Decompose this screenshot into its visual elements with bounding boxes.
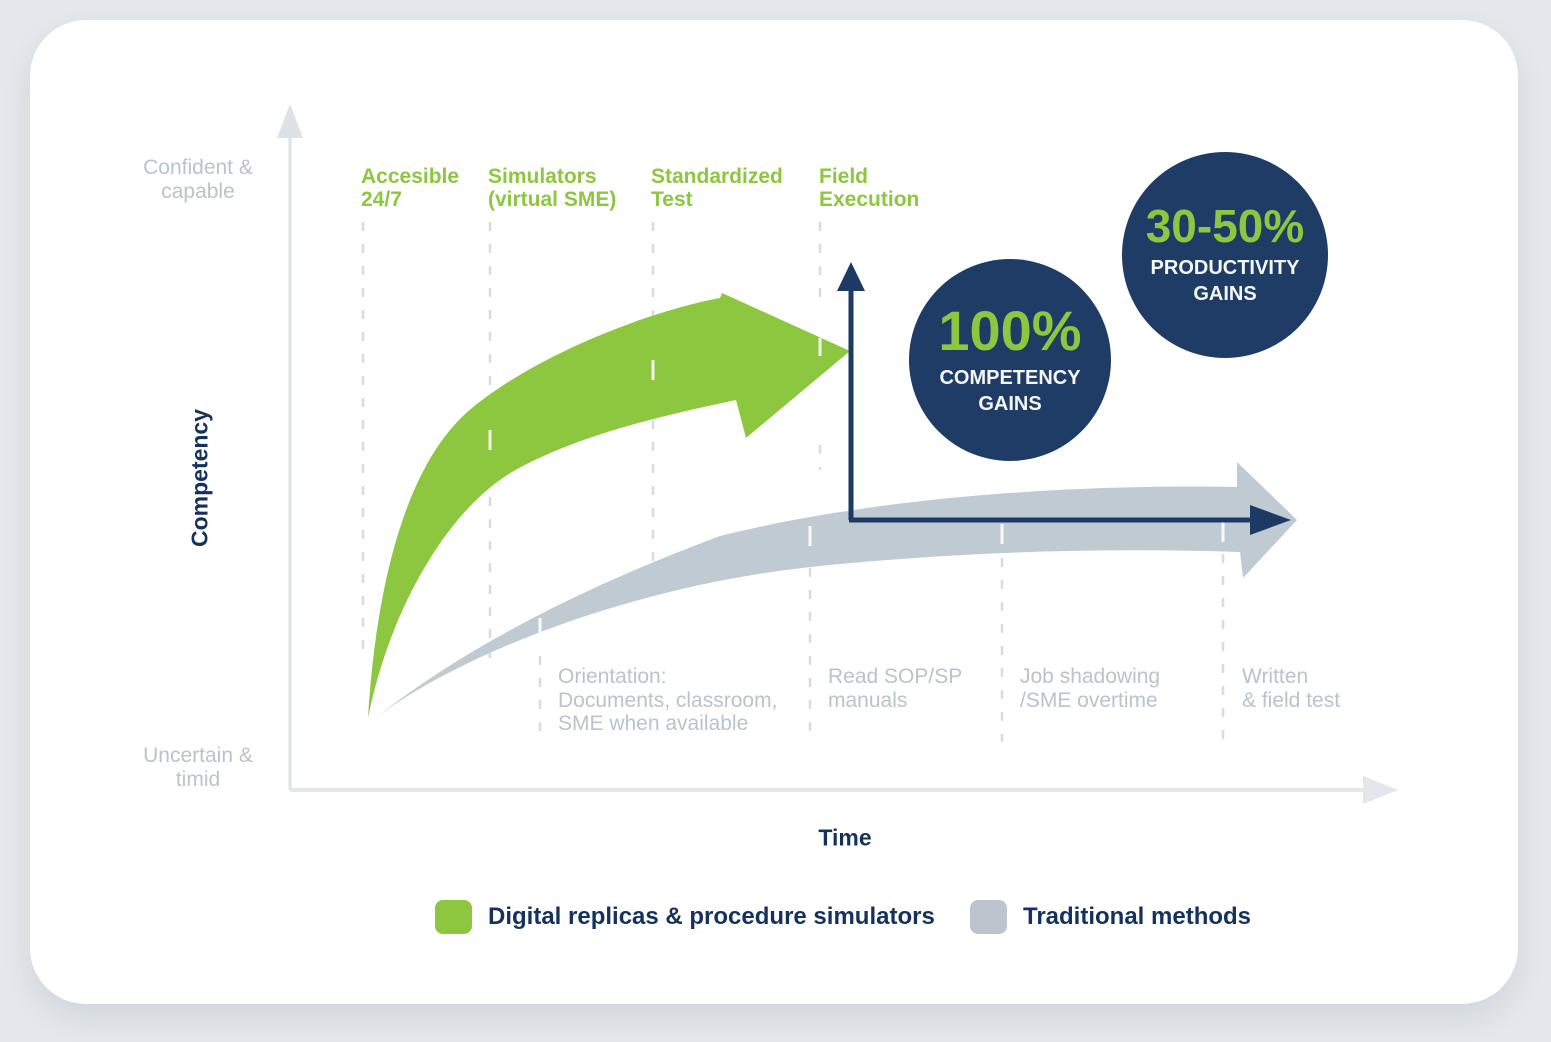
traditional-legend-swatch	[970, 900, 1007, 934]
productivity-gains-value: 30-50%	[1145, 200, 1305, 252]
milestone-job-shadowing-label: Job shadowing /SME overtime	[1020, 665, 1161, 712]
competency-gains-value: 100%	[938, 299, 1082, 362]
legend-item-digital: Digital replicas & procedure simulators	[435, 899, 935, 935]
milestone-written-test-label: Written & field test	[1242, 665, 1341, 712]
milestone-simulators-label: Simulators (virtual SME)	[488, 165, 617, 211]
milestone-orientation-label: Orientation: Documents, classroom, SME w…	[558, 665, 778, 736]
x-axis-title: Time	[818, 824, 872, 851]
traditional-legend-label: Traditional methods	[1023, 903, 1252, 930]
milestone-field-execution-label: Field Execution	[819, 165, 920, 211]
digital-legend-label: Digital replicas & procedure simulators	[488, 903, 935, 930]
milestone-accessible-label: Accesible 24/7	[361, 165, 460, 211]
y-axis-title: Competency	[186, 408, 213, 548]
productivity-gains-badge: 30-50% PRODUCTIVITY GAINS	[1122, 152, 1328, 358]
competency-gains-caption: COMPETENCY GAINS	[939, 367, 1081, 415]
legend-item-traditional: Traditional methods	[970, 899, 1251, 935]
y-axis-bottom-label: Uncertain & timid	[143, 744, 253, 791]
productivity-gains-caption: PRODUCTIVITY GAINS	[1150, 257, 1300, 305]
competency-gains-badge: 100% COMPETENCY GAINS	[909, 259, 1111, 461]
milestone-standardized-test-label: Standardized Test	[651, 165, 783, 211]
milestone-read-manuals-label: Read SOP/SP manuals	[828, 665, 963, 712]
y-axis-top-label: Confident & capable	[143, 156, 253, 203]
digital-legend-swatch	[435, 900, 472, 934]
